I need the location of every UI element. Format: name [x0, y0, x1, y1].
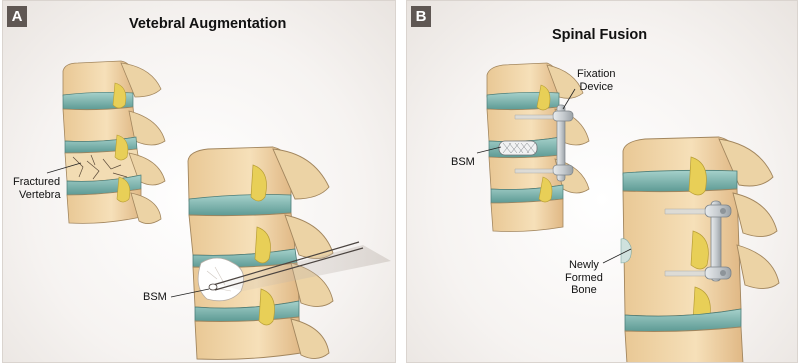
label-newly-formed-bone: Newly Formed Bone	[565, 259, 603, 297]
label-fixation-device: Fixation Device	[577, 68, 616, 93]
panel-spinal-fusion: B Spinal Fusion	[406, 0, 798, 363]
panel-vertebral-augmentation: A Vetebral Augmentation	[2, 0, 396, 363]
label-bsm-b: BSM	[451, 156, 475, 169]
spinal-fusion-illustration	[407, 1, 798, 363]
label-fractured-vertebra: Fractured Vertebra	[13, 176, 61, 201]
large-spine-a	[188, 147, 333, 359]
large-spine-b	[621, 137, 779, 363]
small-spine-a	[63, 61, 165, 224]
label-bsm-a: BSM	[143, 291, 167, 304]
small-spine-b	[487, 63, 589, 232]
vertebral-augmentation-illustration	[3, 1, 396, 363]
